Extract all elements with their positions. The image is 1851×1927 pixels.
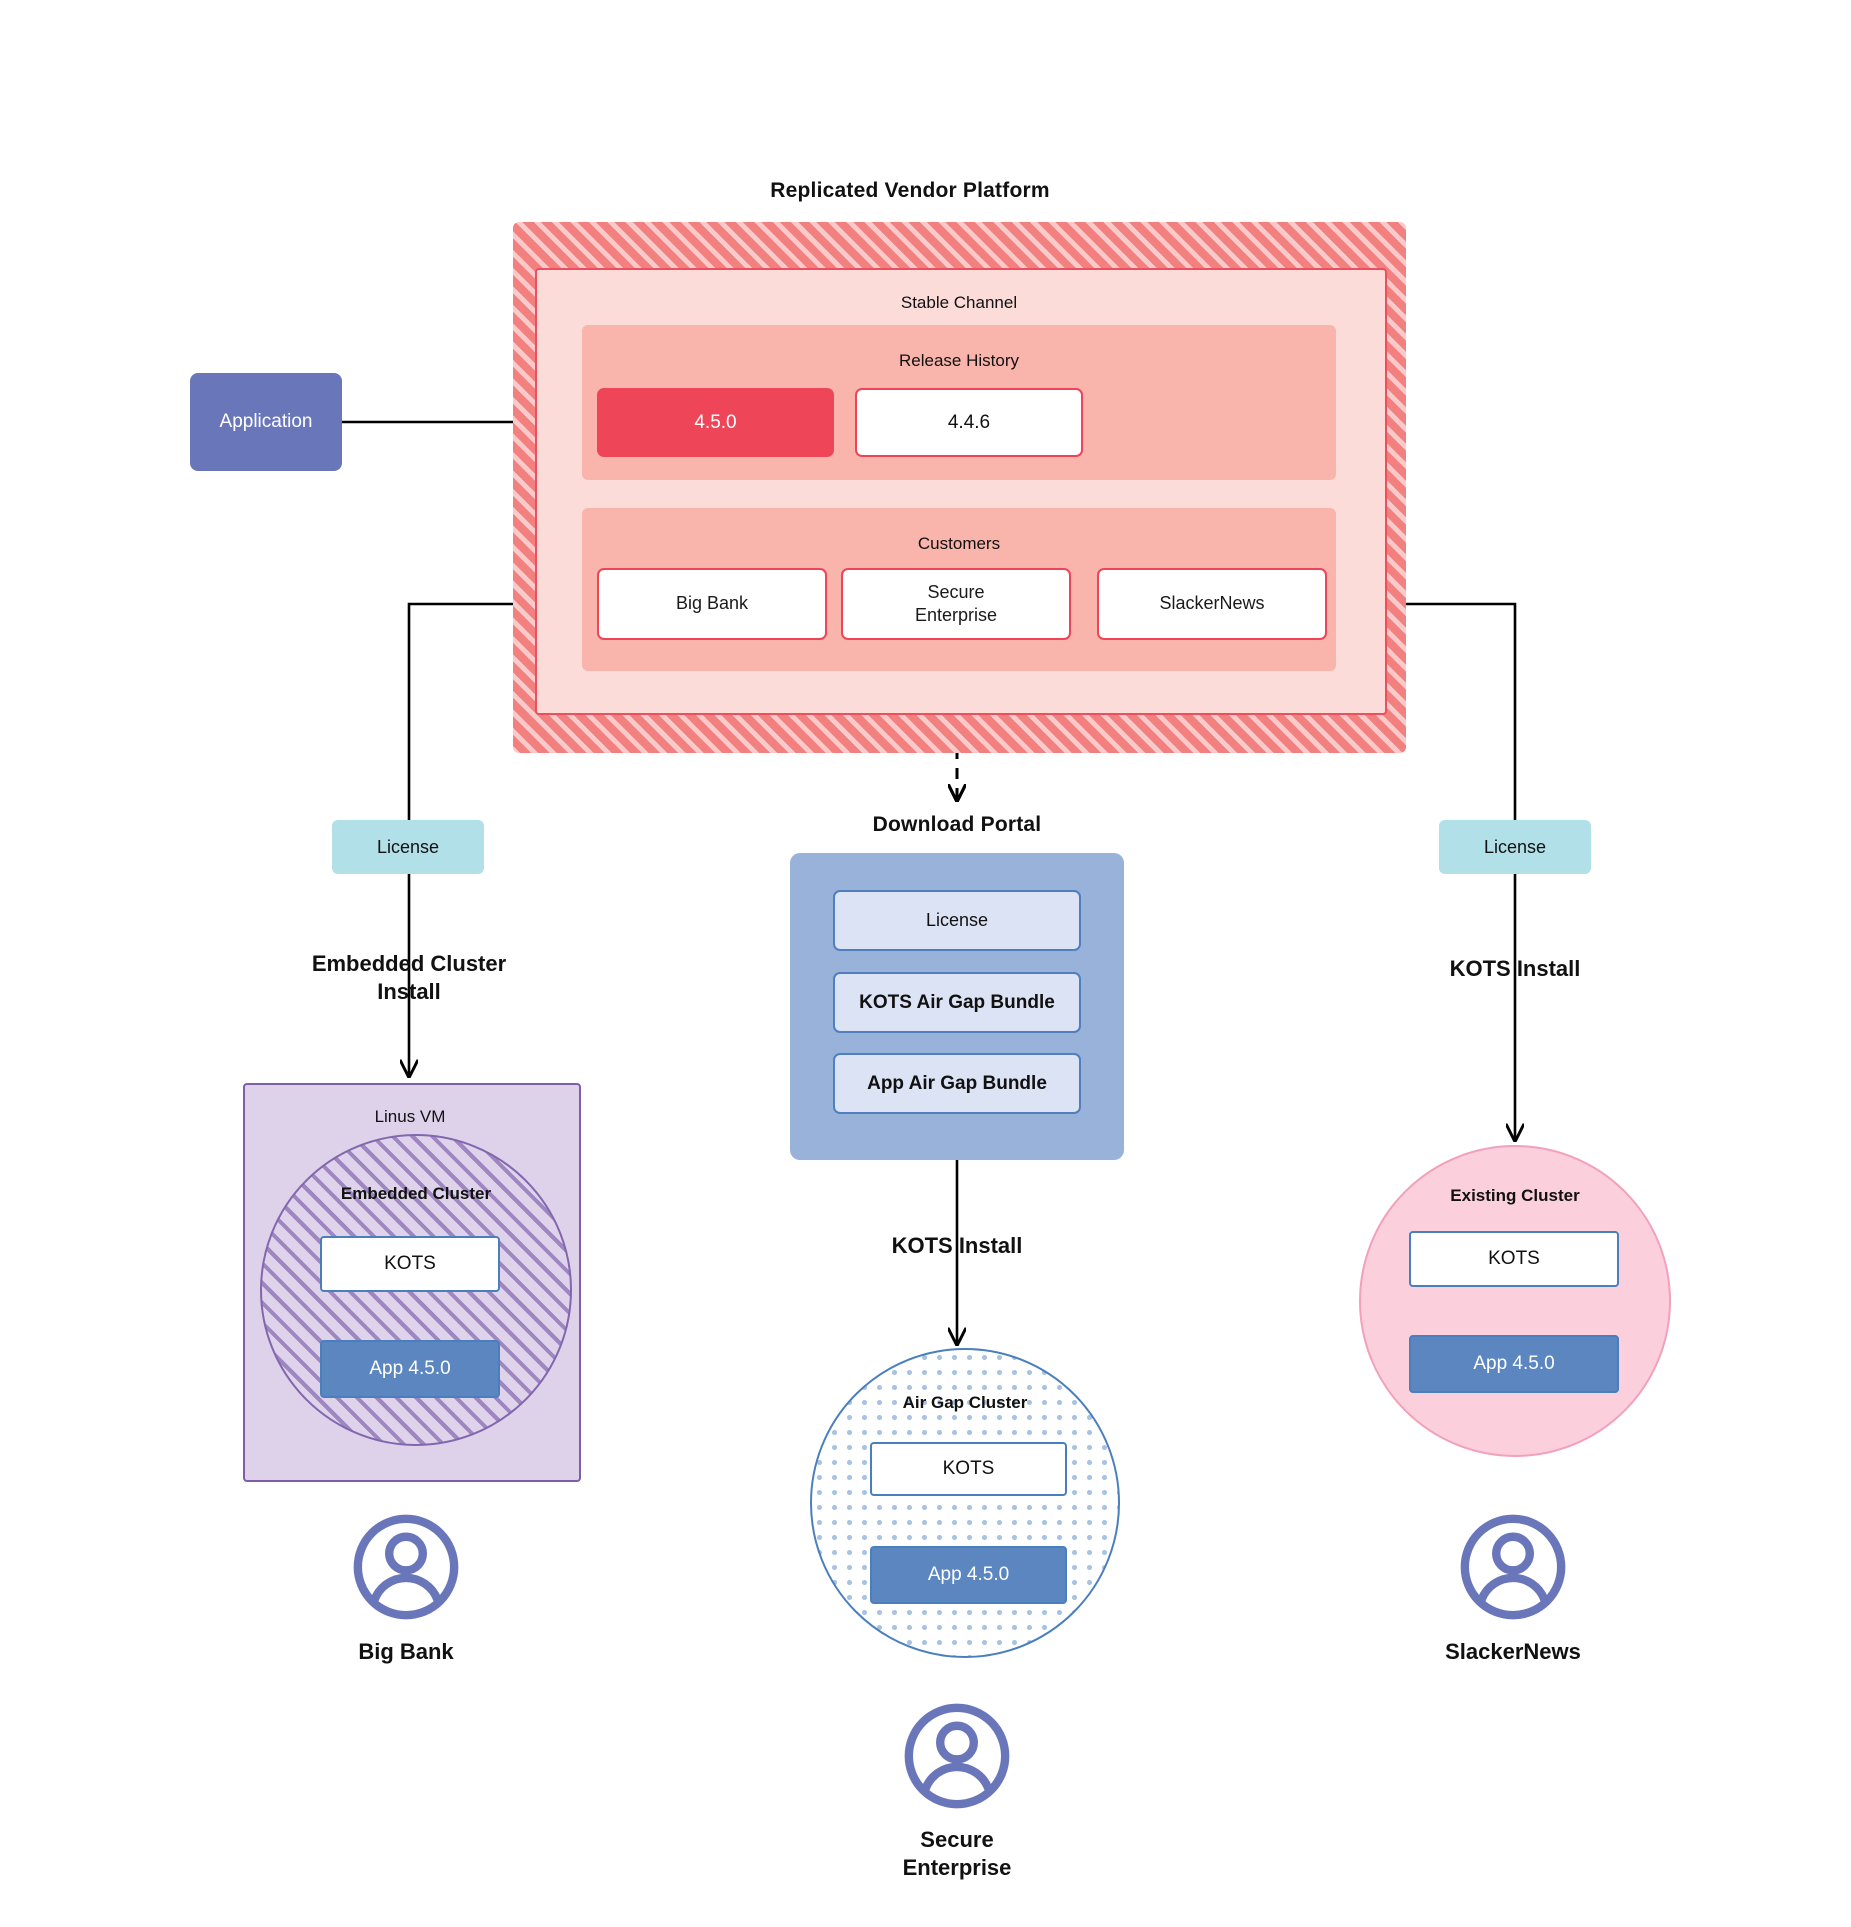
app-version-box-existing[interactable]: App 4.5.0 — [1409, 1335, 1619, 1393]
release-history-title: Release History — [899, 351, 1019, 370]
persona-label-big-bank: Big Bank — [358, 1639, 454, 1664]
air-gap-cluster-title: Air Gap Cluster — [902, 1393, 1028, 1412]
embedded-cluster-title: Embedded Cluster — [340, 1184, 492, 1203]
avatar-secure-enterprise — [901, 1700, 1013, 1817]
existing-cluster-circle — [1359, 1145, 1671, 1457]
edge-label-kots-install-center: KOTS Install — [891, 1233, 1023, 1258]
customers-title: Customers — [917, 534, 1001, 553]
portal-item-kots-air-gap-bundle[interactable]: KOTS Air Gap Bundle — [833, 972, 1081, 1033]
persona-label-secure-enterprise: Secure Enterprise — [902, 1827, 1012, 1881]
stable-channel-title: Stable Channel — [900, 293, 1018, 312]
release-item-previous[interactable]: 4.4.6 — [855, 388, 1083, 457]
edge-label-kots-install-right: KOTS Install — [1449, 956, 1581, 981]
avatar-slackernews — [1457, 1511, 1569, 1628]
edge-label-embedded-cluster-install: Embedded Cluster Install — [311, 951, 507, 1005]
customer-name: Big Bank — [675, 593, 749, 614]
customer-card-secure-enterprise[interactable]: Secure Enterprise — [841, 568, 1071, 640]
persona-label-slackernews: SlackerNews — [1445, 1639, 1581, 1664]
license-chip-right[interactable]: License — [1439, 820, 1591, 874]
customer-card-big-bank[interactable]: Big Bank — [597, 568, 827, 640]
release-item-current[interactable]: 4.5.0 — [597, 388, 834, 457]
application-node[interactable]: Application — [190, 373, 342, 471]
download-portal-title: Download Portal — [872, 813, 1042, 836]
portal-item-app-air-gap-bundle[interactable]: App Air Gap Bundle — [833, 1053, 1081, 1114]
license-chip-left[interactable]: License — [332, 820, 484, 874]
avatar-big-bank — [350, 1511, 462, 1628]
app-version-box-embedded[interactable]: App 4.5.0 — [320, 1340, 500, 1398]
kots-box-existing[interactable]: KOTS — [1409, 1231, 1619, 1287]
customer-name: SlackerNews — [1159, 593, 1265, 614]
kots-box-air-gap[interactable]: KOTS — [870, 1442, 1067, 1496]
page-title: Replicated Vendor Platform — [770, 179, 1050, 202]
customer-card-slackernews[interactable]: SlackerNews — [1097, 568, 1327, 640]
portal-item-license[interactable]: License — [833, 890, 1081, 951]
app-version-box-air-gap[interactable]: App 4.5.0 — [870, 1546, 1067, 1604]
existing-cluster-title: Existing Cluster — [1450, 1186, 1580, 1205]
linus-vm-title: Linus VM — [374, 1107, 446, 1126]
kots-box-embedded[interactable]: KOTS — [320, 1236, 500, 1292]
air-gap-cluster-circle — [810, 1348, 1120, 1658]
customer-name: Secure Enterprise — [914, 581, 998, 625]
